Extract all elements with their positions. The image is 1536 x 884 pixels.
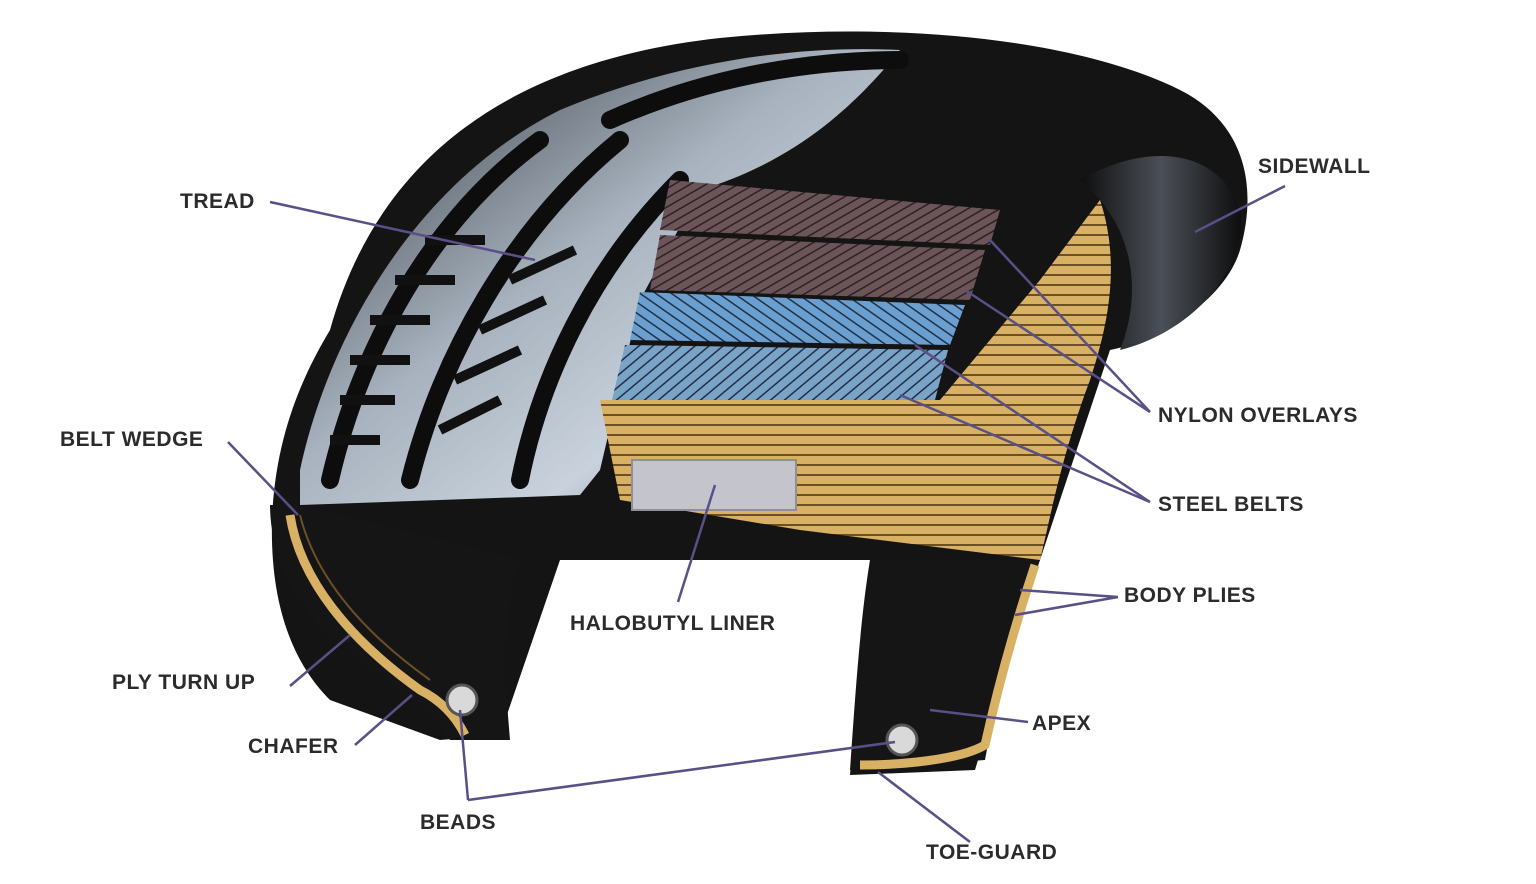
leader-beads-right [467, 740, 896, 802]
leader-nylon-2 [964, 288, 1151, 414]
leader-ply-turn-up [289, 634, 351, 687]
label-halobutyl-liner: HALOBUTYL LINER [570, 612, 776, 635]
label-ply-turn-up: PLY TURN UP [112, 671, 256, 694]
label-apex: APEX [1032, 712, 1092, 735]
tread-grooves [321, 51, 909, 489]
label-tread: TREAD [180, 190, 255, 213]
left-bead-section [270, 505, 520, 740]
sidewall-surface [1080, 156, 1242, 350]
tread-sipes [330, 235, 578, 445]
leader-liner [676, 484, 717, 603]
label-belt-wedge: BELT WEDGE [60, 428, 204, 451]
nylon-overlay-2 [650, 235, 985, 300]
label-nylon-overlays: NYLON OVERLAYS [1158, 404, 1358, 427]
leader-belt-wedge [227, 441, 299, 516]
leader-tread [269, 200, 536, 262]
label-toe-guard: TOE-GUARD [926, 841, 1058, 864]
leader-body-plies-2 [1014, 595, 1119, 617]
steel-belt-2 [612, 345, 948, 400]
leader-lines [227, 184, 1286, 843]
label-sidewall: SIDEWALL [1258, 155, 1371, 178]
label-chafer: CHAFER [248, 735, 339, 758]
label-steel-belts: STEEL BELTS [1158, 493, 1304, 516]
leader-toe-guard [877, 771, 971, 843]
leader-chafer [354, 694, 413, 746]
leader-sidewall [1194, 184, 1286, 234]
leader-apex [929, 708, 1029, 724]
leader-body-plies-1 [1019, 588, 1119, 599]
label-beads: BEADS [420, 811, 497, 834]
left-bead-wire [445, 683, 479, 717]
steel-belt-1 [630, 292, 965, 345]
leader-nylon-1 [989, 239, 1151, 413]
cutaway-layers [600, 180, 1111, 560]
label-body-plies: BODY PLIES [1124, 584, 1256, 607]
right-bead-section [850, 560, 1040, 770]
leader-steel-2 [899, 393, 1151, 504]
leader-steel-1 [914, 343, 1151, 504]
right-bead-wire [885, 723, 919, 757]
nylon-overlay-1 [660, 180, 1000, 245]
leader-beads-left [458, 709, 470, 801]
